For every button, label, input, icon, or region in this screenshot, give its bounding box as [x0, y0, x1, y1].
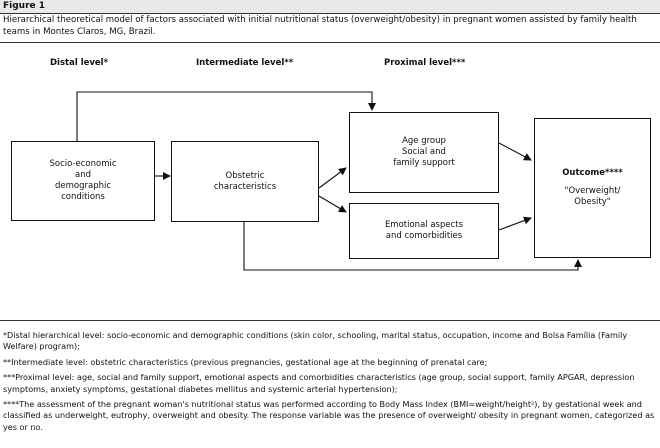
top-rule [0, 42, 660, 43]
outcome-content: Outcome**** "Overweight/ Obesity" [562, 168, 623, 208]
emotional-box: Emotional aspects and comorbidities [349, 203, 499, 259]
intermediate-level-label: Intermediate level** [196, 58, 294, 68]
outcome-value: "Overweight/ Obesity" [564, 186, 621, 207]
figure-label: Figure 1 [3, 1, 46, 11]
footnote-proximal: ***Proximal level: age, social and famil… [3, 372, 635, 394]
arrow-socioeconomic-to-agegroup [76, 91, 376, 141]
emotional-text: Emotional aspects and comorbidities [384, 220, 464, 241]
socioeconomic-box: Socio-economic and demographic condition… [11, 141, 155, 221]
outcome-title: Outcome**** [562, 168, 623, 178]
middle-rule [0, 320, 660, 321]
figure-header-bar [0, 0, 660, 14]
proximal-level-label: Proximal level*** [384, 58, 466, 68]
obstetric-text: Obstetric characteristics [213, 170, 277, 192]
arrow-agegroup-to-outcome [498, 142, 532, 161]
footnote-intermediate: **Intermediate level: obstetric characte… [3, 356, 488, 367]
footnote-outcome: ****The assessment of the pregnant woman… [3, 399, 655, 432]
outcome-box: Outcome**** "Overweight/ Obesity" [534, 118, 651, 258]
distal-level-label: Distal level* [50, 58, 109, 68]
arrow-obstetric-to-emotional [318, 195, 347, 213]
arrow-obstetric-to-agegroup [318, 167, 347, 189]
obstetric-box: Obstetric characteristics [171, 141, 319, 222]
footnotes: *Distal hierarchical level: socio-econom… [3, 330, 655, 437]
age-group-box: Age group Social and family support [349, 112, 499, 193]
socioeconomic-text: Socio-economic and demographic condition… [49, 159, 117, 202]
figure-caption: Hierarchical theoretical model of factor… [3, 15, 637, 37]
arrow-obstetric-to-outcome [243, 222, 582, 271]
arrow-emotional-to-outcome [498, 216, 532, 231]
age-group-text: Age group Social and family support [393, 136, 455, 168]
footnote-distal: *Distal hierarchical level: socio-econom… [3, 330, 628, 352]
